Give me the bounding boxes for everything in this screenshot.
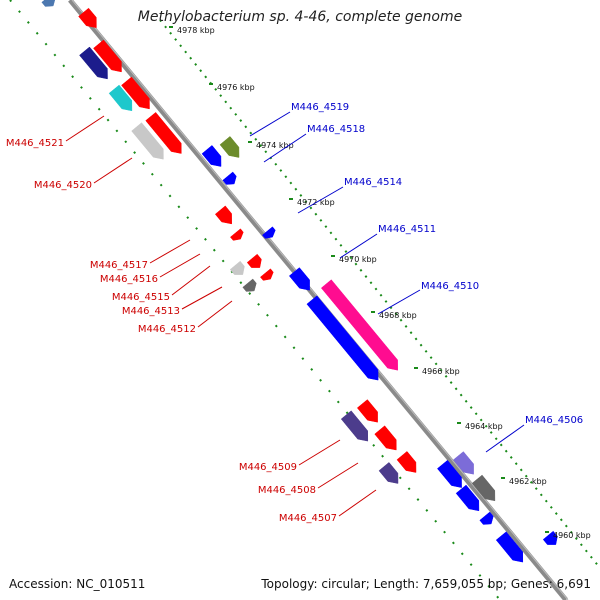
gene-label-forward: M446_4518: [307, 124, 365, 135]
gene-slate-4508: [378, 462, 399, 484]
gene-cyan: [108, 84, 133, 112]
gene-blue-4504: [495, 531, 524, 563]
label-leader: [297, 186, 344, 214]
gene-red-4509b: [374, 425, 397, 451]
gene-blue-small: [222, 171, 237, 185]
tick-label: 4970 kbp: [339, 255, 377, 264]
gene-blue-4511: [288, 267, 310, 291]
map-title: Methylobacterium sp. 4-46, complete geno…: [137, 9, 463, 25]
accession-text: Accession: NC_010511: [9, 577, 146, 591]
gene-blue-4506c: [479, 511, 494, 525]
gene-red-2: [93, 39, 122, 73]
gene-blue-4518: [201, 145, 222, 167]
tick-label: 4964 kbp: [465, 422, 503, 431]
gene-label-reverse: M446_4509: [239, 462, 297, 473]
outer-tick-track: [159, 19, 600, 569]
label-leader: [339, 233, 378, 259]
gene-blue-4514: [262, 226, 276, 239]
tick-label: 4976 kbp: [217, 83, 255, 92]
gene-label-reverse: M446_4515: [112, 292, 170, 303]
label-leader: [485, 424, 525, 453]
gene-label-forward: M446_4514: [344, 177, 402, 188]
gene-red-4509a: [356, 399, 378, 423]
gene-label-forward: M446_4506: [525, 415, 583, 426]
gene-label-reverse: M446_4507: [279, 513, 337, 524]
feature-layer: [41, 0, 558, 563]
gene-gray-4512: [242, 278, 257, 292]
gene-blue-4503: [542, 530, 558, 545]
inner-tick-track: [9, 0, 501, 600]
gene-label-reverse: M446_4512: [138, 324, 196, 335]
label-leader: [159, 253, 201, 278]
gene-navy: [79, 46, 108, 80]
label-leader: [298, 439, 341, 466]
gene-label-reverse: M446_4517: [90, 260, 148, 271]
label-leader: [197, 300, 233, 328]
gene-label-reverse: M446_4508: [258, 485, 316, 496]
label-leader: [93, 157, 133, 184]
gene-red-4517: [214, 205, 232, 225]
label-leader: [263, 133, 307, 163]
label-leader: [249, 111, 291, 137]
gene-blue-4506a: [437, 459, 462, 488]
label-leader: [317, 462, 359, 489]
gene-label-forward: M446_4519: [291, 102, 349, 113]
gene-silver: [131, 122, 164, 160]
gene-label-reverse: M446_4513: [122, 306, 180, 317]
gene-red-4: [145, 112, 182, 154]
tick-label: 4978 kbp: [177, 26, 215, 35]
gene-red-3: [121, 76, 150, 110]
label-leader: [338, 489, 377, 517]
gene-blue-4510: [306, 295, 379, 381]
gene-magenta-4510: [320, 279, 398, 371]
gene-olive: [219, 136, 240, 158]
label-leader: [181, 286, 223, 310]
gene-label-forward: M446_4511: [378, 224, 436, 235]
gene-red-4507: [396, 451, 417, 473]
gene-label-forward: M446_4510: [421, 281, 479, 292]
tick-label: 4968 kbp: [379, 311, 417, 320]
gene-silver-4513: [229, 260, 245, 275]
gene-red-4515: [246, 253, 262, 268]
gene-blue-4506b: [455, 484, 480, 512]
gene-label-reverse: M446_4516: [100, 274, 158, 285]
gene-slate-4509: [340, 410, 369, 442]
tick-label: 4960 kbp: [553, 531, 591, 540]
tick-label: 4966 kbp: [422, 367, 460, 376]
label-leader: [377, 289, 421, 315]
gene-gray-4506: [471, 474, 496, 502]
label-leader: [149, 239, 191, 264]
label-leader: [171, 265, 211, 296]
tick-label: 4962 kbp: [509, 477, 547, 486]
genome-summary: Topology: circular; Length: 7,659,055 bp…: [261, 577, 591, 591]
gene-red-small: [260, 268, 274, 281]
gene-red-4516: [230, 228, 244, 241]
gene-label-reverse: M446_4520: [34, 180, 92, 191]
gene-label-reverse: M446_4521: [6, 138, 64, 149]
gene-red-1: [78, 7, 97, 29]
label-leader: [65, 115, 105, 142]
tick-label: 4974 kbp: [256, 141, 294, 150]
gene-steelblue-top: [41, 0, 56, 7]
gene-lavender-4506: [452, 451, 474, 475]
